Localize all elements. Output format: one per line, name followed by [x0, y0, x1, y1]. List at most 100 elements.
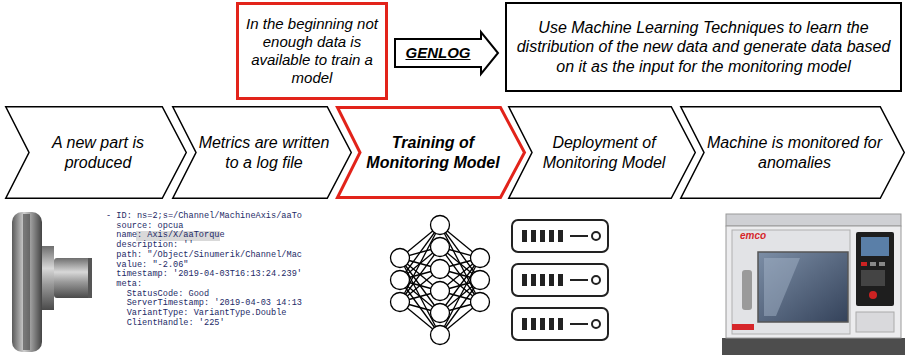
node-text: Metrics are written to a log file: [198, 133, 330, 171]
server-led: [592, 276, 600, 284]
text-region: Machine is monitored for anomalies: [706, 110, 883, 195]
chevron-shape: [681, 107, 905, 199]
nn-neuron: [471, 271, 490, 290]
lathe-machine-part: [861, 262, 867, 266]
chevron-shape: [338, 108, 525, 198]
part-photo: [12, 212, 92, 352]
server-slot: [558, 274, 563, 286]
log-line: name: Axis/X/aaTorque: [116, 231, 224, 240]
server-slot: [522, 274, 527, 286]
nn-neuron: [391, 249, 410, 268]
chevron-shape: [509, 107, 696, 199]
arrow-shape: [395, 32, 498, 74]
part-photo-part: [54, 258, 92, 298]
highlighted-chevron: Training of Monitoring Model: [336, 106, 526, 199]
part-photo-part: [12, 212, 42, 352]
neural-network: [391, 216, 490, 345]
server-slot: [549, 318, 554, 330]
server-line: [570, 235, 588, 237]
server-slot: [522, 318, 527, 330]
part-photo-part: [23, 214, 30, 350]
nn-neuron: [431, 260, 450, 279]
nn-neuron: [431, 238, 450, 257]
server-slot: [558, 230, 563, 242]
node-text: Deployment of Monitoring Model: [534, 133, 674, 171]
lathe-machine-part: [742, 270, 752, 310]
process-chevron: Deployment of Monitoring Model: [508, 106, 696, 199]
neural-network-part: [400, 225, 480, 335]
chevron-outline: [5, 106, 187, 199]
lathe-machine-part: [726, 226, 901, 338]
server-slot: [558, 318, 563, 330]
process-chevron: Metrics are written to a log file: [172, 106, 352, 199]
lathe-machine-part: [856, 312, 894, 332]
server-slot: [522, 230, 527, 242]
server-icon-part: [512, 220, 608, 340]
chevron-outline: [508, 106, 696, 199]
part-photo-part: [88, 258, 92, 298]
server-line: [570, 323, 588, 325]
node-text: In the beginning not enough data is avai…: [245, 15, 379, 87]
log-line: path: "/Object/Sinumerik/Channel/Mac: [116, 251, 302, 260]
text-region: A new part is produced: [31, 110, 165, 195]
nn-neuron: [431, 326, 450, 345]
callout-box: In the beginning not enough data is avai…: [236, 2, 388, 100]
nn-neuron: [391, 271, 410, 290]
log-line: description: '': [116, 241, 193, 250]
lathe-machine-part: [732, 230, 850, 334]
process-chevron: A new part is produced: [5, 106, 187, 199]
lathe-machine-part: [856, 232, 894, 306]
log-line: VariantType: VariantType.Double: [127, 309, 287, 318]
chevron-outline: [172, 106, 352, 199]
text-region: Use Machine Learning Techniques to learn…: [513, 8, 894, 86]
log-line: StatusCode: Good: [127, 290, 210, 299]
log-line: value: "-2.06": [116, 261, 188, 270]
node-text: A new part is produced: [31, 133, 165, 171]
log-line: ClientHandle: '225': [127, 319, 225, 328]
block-arrow: [395, 32, 498, 74]
lathe-machine: [722, 214, 905, 355]
server-slot: [549, 274, 554, 286]
server-led: [592, 320, 600, 328]
server-slot: [540, 230, 545, 242]
log-line: ServerTimestamp: '2019-04-03 14:13: [127, 299, 302, 308]
lathe-machine-part: [869, 291, 877, 299]
lathe-machine-part: [758, 252, 848, 322]
nn-neuron: [431, 282, 450, 301]
text-region: Metrics are written to a log file: [198, 110, 330, 195]
note-box: Use Machine Learning Techniques to learn…: [505, 2, 902, 92]
part-photo-part: [42, 246, 54, 310]
lathe-machine-part: [861, 237, 889, 256]
process-chevron: Machine is monitored for anomalies: [680, 106, 905, 199]
server-unit: [512, 264, 608, 296]
neural-network-part: [391, 216, 490, 345]
log-line: meta:: [116, 280, 142, 289]
log-line: timestamp: '2019-04-03T16:13:24.239': [116, 270, 302, 279]
nn-neuron: [471, 293, 490, 312]
server-slot: [549, 230, 554, 242]
lathe-machine-part: [722, 338, 905, 355]
text-region: Deployment of Monitoring Model: [534, 110, 674, 195]
server-slot: [540, 274, 545, 286]
server-unit: [512, 220, 608, 252]
node-text: Use Machine Learning Techniques to learn…: [513, 18, 894, 76]
chevron-shape: [173, 107, 352, 199]
lathe-machine-part: [732, 324, 754, 330]
chevron-outline: [680, 106, 905, 199]
chevron-outline: [336, 106, 526, 199]
server-led: [592, 232, 600, 240]
nn-neuron: [431, 304, 450, 323]
log-line: source: opcua: [116, 222, 183, 231]
text-region: Training of Monitoring Model: [362, 110, 504, 195]
server-unit: [512, 308, 608, 340]
server-slot: [540, 318, 545, 330]
chevron-shape: [6, 107, 187, 199]
lathe-machine-part: [870, 262, 876, 266]
server-slot: [531, 274, 536, 286]
nn-neuron: [391, 293, 410, 312]
logo-text: emco: [740, 230, 766, 241]
server-line: [570, 279, 588, 281]
node-text: Training of Monitoring Model: [362, 133, 504, 171]
lathe-machine-part: [726, 214, 901, 226]
edge-label: GENLOG: [404, 45, 471, 62]
